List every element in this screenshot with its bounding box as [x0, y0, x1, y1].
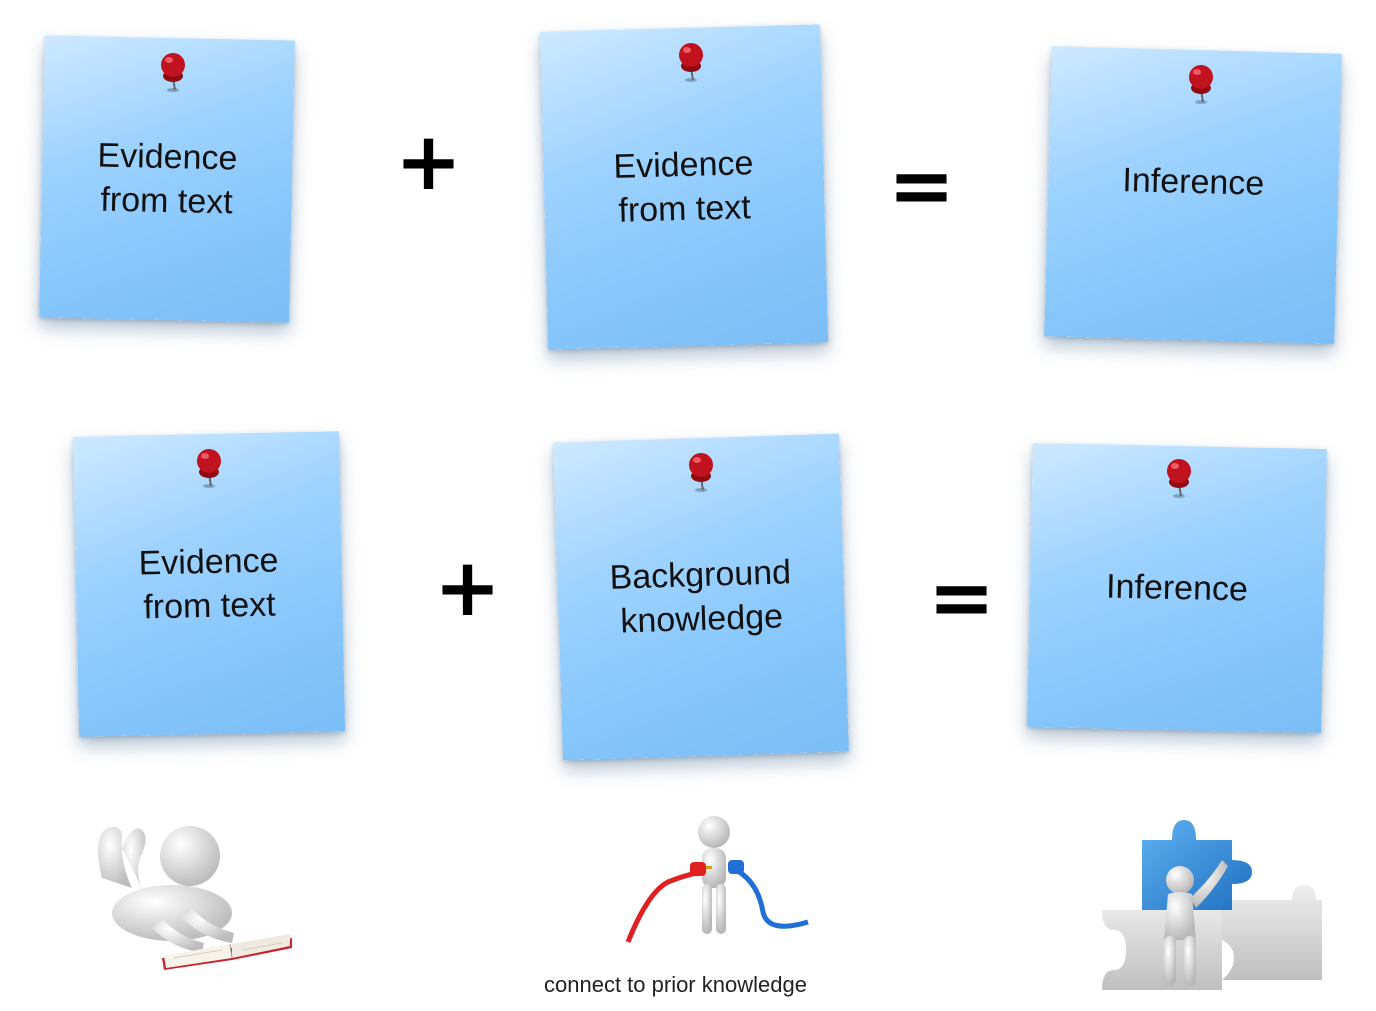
note-text: Evidence from text [97, 136, 238, 222]
note-text: Inference [1105, 567, 1249, 609]
row2-right-note: Inference [1027, 442, 1336, 746]
note-text: Background knowledge [609, 553, 792, 641]
pushpin-icon [161, 53, 185, 92]
plus-operator: + [395, 115, 463, 208]
equals-operator: = [888, 139, 956, 232]
row2-middle-note: Background knowledge [553, 433, 854, 772]
row1-left-note: Evidence from text [39, 35, 300, 336]
note-text: Inference [1121, 161, 1265, 203]
person-reading-book-icon [98, 826, 292, 970]
pushpin-icon [1189, 65, 1213, 104]
plus-operator: + [434, 541, 502, 634]
person-connecting-cables-icon [625, 816, 809, 943]
pushpin-icon [1167, 459, 1191, 498]
note-text: Evidence from text [138, 541, 279, 627]
pushpin-icon [689, 453, 713, 492]
row1-right-note: Inference [1044, 46, 1348, 356]
pushpin-icon [679, 43, 703, 82]
equals-operator: = [928, 551, 996, 644]
note-text: Evidence from text [613, 144, 754, 230]
pushpin-icon [197, 449, 221, 488]
person-assembling-puzzle-icon [1102, 820, 1322, 990]
illustration-caption: connect to prior knowledge [544, 972, 807, 997]
row1-middle-note: Evidence from text [539, 24, 834, 360]
row2-left-note: Evidence from text [72, 431, 354, 750]
